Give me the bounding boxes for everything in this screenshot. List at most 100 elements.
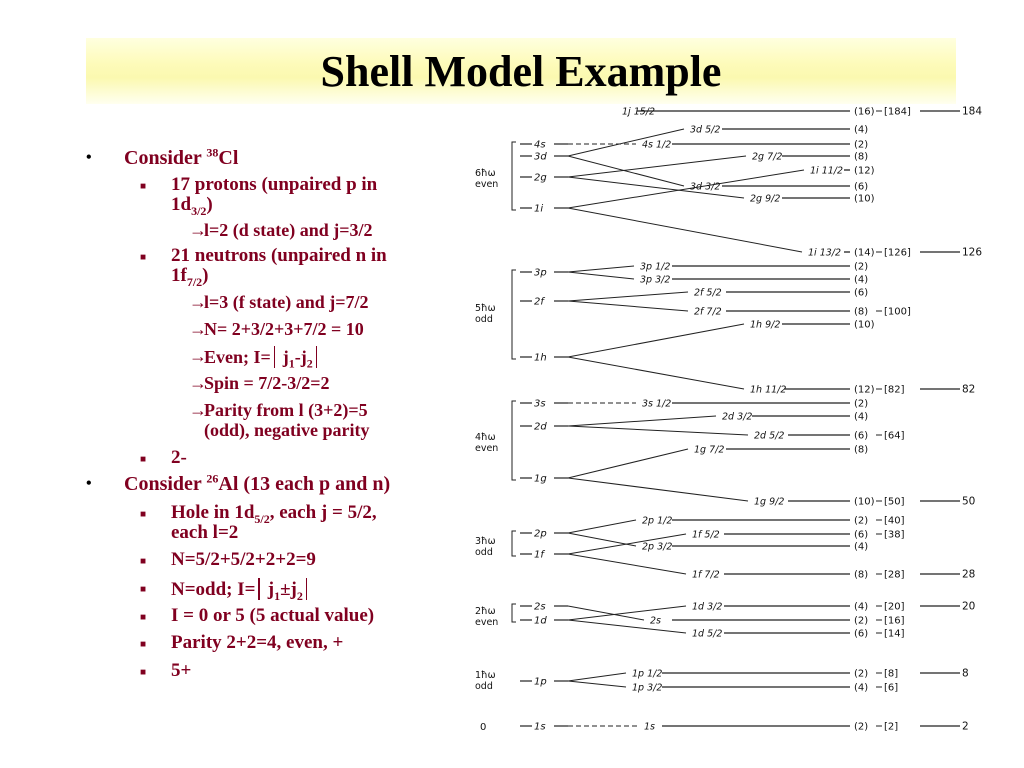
magic-number: 126 bbox=[962, 247, 982, 259]
degeneracy-label: (14) bbox=[854, 248, 875, 259]
osc-quanta-label: 6ħω bbox=[475, 168, 496, 179]
splitting-line bbox=[567, 533, 687, 555]
group-bracket bbox=[511, 603, 516, 623]
square-bullet: ■ bbox=[140, 556, 147, 567]
splitting-line bbox=[567, 169, 805, 209]
splitting-line bbox=[567, 291, 689, 302]
arrow-icon: → bbox=[189, 400, 207, 420]
spin-orbit-level-label: 1s bbox=[644, 722, 655, 733]
group-bracket bbox=[511, 530, 516, 557]
splitting-line bbox=[567, 672, 627, 682]
degeneracy-label: (6) bbox=[854, 629, 868, 640]
cumulative-number: [38] bbox=[884, 530, 905, 541]
square-bullet: ■ bbox=[140, 181, 147, 192]
spin-orbit-level-label: 1i 13/2 bbox=[808, 248, 841, 259]
degeneracy-label: (8) bbox=[854, 445, 868, 456]
arrow-icon: → bbox=[189, 373, 207, 393]
cumulative-number: [8] bbox=[884, 669, 898, 680]
splitting-line bbox=[567, 265, 635, 273]
degeneracy-label: (2) bbox=[854, 616, 868, 627]
spin-orbit-level-label: 1j 15/2 bbox=[622, 107, 655, 118]
splitting-line bbox=[567, 415, 717, 427]
splitting-line bbox=[567, 605, 645, 621]
spin-orbit-level-label: 1f 5/2 bbox=[692, 530, 720, 541]
degeneracy-label: (10) bbox=[854, 320, 875, 331]
square-bullet: ■ bbox=[140, 639, 147, 650]
bullet-dot: • bbox=[86, 149, 92, 166]
degeneracy-label: (2) bbox=[854, 669, 868, 680]
spin-orbit-level-label: 1p 1/2 bbox=[632, 669, 662, 680]
spin-orbit-level-label: 1f 7/2 bbox=[692, 570, 720, 581]
bullet-dot: • bbox=[86, 475, 92, 492]
osc-quanta-label: 1ħω bbox=[475, 670, 496, 681]
cumulative-number: [82] bbox=[884, 385, 905, 396]
splitting-line bbox=[567, 425, 749, 436]
osc-level-label: 1g bbox=[534, 474, 547, 485]
degeneracy-label: (4) bbox=[854, 275, 868, 286]
splitting-line bbox=[567, 477, 749, 502]
cumulative-number: [2] bbox=[884, 722, 898, 733]
degeneracy-label: (6) bbox=[854, 182, 868, 193]
square-bullet: ■ bbox=[140, 509, 147, 520]
degeneracy-label: (4) bbox=[854, 542, 868, 553]
spin-orbit-level-label: 1g 7/2 bbox=[694, 445, 724, 456]
arrow-icon: → bbox=[189, 319, 207, 339]
cumulative-number: [28] bbox=[884, 570, 905, 581]
group-bracket bbox=[511, 400, 516, 481]
degeneracy-label: (2) bbox=[854, 399, 868, 410]
parity-label: even bbox=[475, 443, 498, 454]
osc-level-label: 1d bbox=[534, 616, 547, 627]
spin-orbit-level-label: 2d 5/2 bbox=[754, 431, 784, 442]
osc-quanta-label: 2ħω bbox=[475, 606, 496, 617]
splitting-line bbox=[567, 532, 637, 547]
spin-orbit-level-label: 1i 11/2 bbox=[810, 166, 843, 177]
splitting-line bbox=[567, 605, 687, 621]
degeneracy-label: (8) bbox=[854, 307, 868, 318]
parity-label: odd bbox=[475, 547, 493, 558]
splitting-line bbox=[567, 619, 687, 634]
osc-quanta-label: 4ħω bbox=[475, 432, 496, 443]
magic-number: 20 bbox=[962, 601, 975, 613]
splitting-line bbox=[567, 176, 745, 199]
degeneracy-label: (4) bbox=[854, 412, 868, 423]
osc-level-label: 1h bbox=[534, 353, 547, 364]
osc-level-label: 2d bbox=[534, 422, 547, 433]
spin-orbit-level-label: 1h 9/2 bbox=[750, 320, 780, 331]
osc-level-label: 1i bbox=[534, 204, 543, 215]
degeneracy-label: (8) bbox=[854, 570, 868, 581]
osc-level-label: 1p bbox=[534, 677, 547, 688]
degeneracy-label: (2) bbox=[854, 140, 868, 151]
splitting-line bbox=[567, 553, 687, 575]
magic-number: 50 bbox=[962, 496, 975, 508]
magic-number: 184 bbox=[962, 106, 982, 118]
spin-orbit-level-label: 3p 3/2 bbox=[640, 275, 670, 286]
cumulative-number: [100] bbox=[884, 307, 911, 318]
bullet-text: Consider 26Al (13 each p and n) bbox=[124, 471, 391, 495]
parity-label: even bbox=[475, 179, 498, 190]
splitting-line bbox=[567, 519, 637, 534]
spin-orbit-level-label: 2f 5/2 bbox=[694, 288, 722, 299]
osc-level-label: 2f bbox=[534, 297, 545, 308]
degeneracy-label: (4) bbox=[854, 602, 868, 613]
spin-orbit-level-label: 2g 7/2 bbox=[752, 152, 782, 163]
bullet-text: Consider 38Cl bbox=[124, 145, 239, 169]
osc-level-label: 2g bbox=[534, 173, 547, 184]
osc-level-label: 3s bbox=[534, 399, 546, 410]
group-bracket bbox=[511, 269, 516, 360]
spin-orbit-level-label: 1p 3/2 bbox=[632, 683, 662, 694]
degeneracy-label: (10) bbox=[854, 497, 875, 508]
cumulative-number: [126] bbox=[884, 248, 911, 259]
cumulative-number: [6] bbox=[884, 683, 898, 694]
osc-level-label: 3p bbox=[534, 268, 547, 279]
square-bullet: ■ bbox=[140, 612, 147, 623]
arrow-icon: → bbox=[189, 292, 207, 312]
degeneracy-label: (16) bbox=[854, 107, 875, 118]
splitting-line bbox=[567, 323, 745, 358]
square-bullet: ■ bbox=[140, 252, 147, 263]
cumulative-number: [20] bbox=[884, 602, 905, 613]
splitting-line bbox=[567, 155, 747, 178]
degeneracy-label: (10) bbox=[854, 194, 875, 205]
spin-orbit-level-label: 2f 7/2 bbox=[694, 307, 722, 318]
cumulative-number: [184] bbox=[884, 107, 911, 118]
parity-label: even bbox=[475, 617, 498, 628]
